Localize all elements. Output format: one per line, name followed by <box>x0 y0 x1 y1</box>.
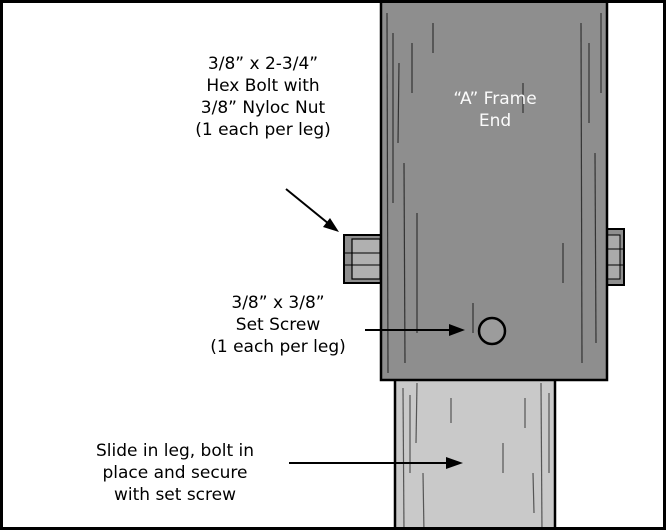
set-screw-label: 3/8” x 3/8” Set Screw (1 each per leg) <box>183 292 373 358</box>
hex-bolt-line: (1 each per leg) <box>195 120 331 140</box>
inner-leg-tube <box>393 373 557 527</box>
a-frame-texture <box>386 12 602 374</box>
slide-leg-leader-arrow <box>289 457 463 469</box>
frame-end-label: “A” Frame End <box>415 88 575 132</box>
leg-assembly-illustration <box>285 3 625 527</box>
set-screw-line: Set Screw <box>235 315 321 335</box>
set-screw-line: 3/8” x 3/8” <box>231 293 325 313</box>
hex-bolt-line: 3/8” x 2-3/4” <box>207 54 319 74</box>
set-screw-leader-arrow <box>365 324 465 336</box>
slide-leg-label: Slide in leg, bolt in place and secure w… <box>65 440 285 506</box>
hex-bolt-head <box>343 234 387 284</box>
slide-leg-line: Slide in leg, bolt in <box>95 441 255 461</box>
set-screw <box>477 316 507 346</box>
inner-leg-texture <box>402 382 550 527</box>
slide-leg-line: with set screw <box>113 485 237 505</box>
hex-bolt-line: 3/8” Nyloc Nut <box>200 98 326 118</box>
hex-bolt-line: Hex Bolt with <box>206 76 320 96</box>
set-screw-line: (1 each per leg) <box>210 337 346 357</box>
hex-bolt-leader-arrow <box>285 188 339 232</box>
hex-bolt-label: 3/8” x 2-3/4” Hex Bolt with 3/8” Nyloc N… <box>168 53 358 141</box>
frame-end-line: “A” Frame <box>453 89 537 109</box>
frame-end-line: End <box>478 111 512 131</box>
slide-leg-line: place and secure <box>102 463 248 483</box>
